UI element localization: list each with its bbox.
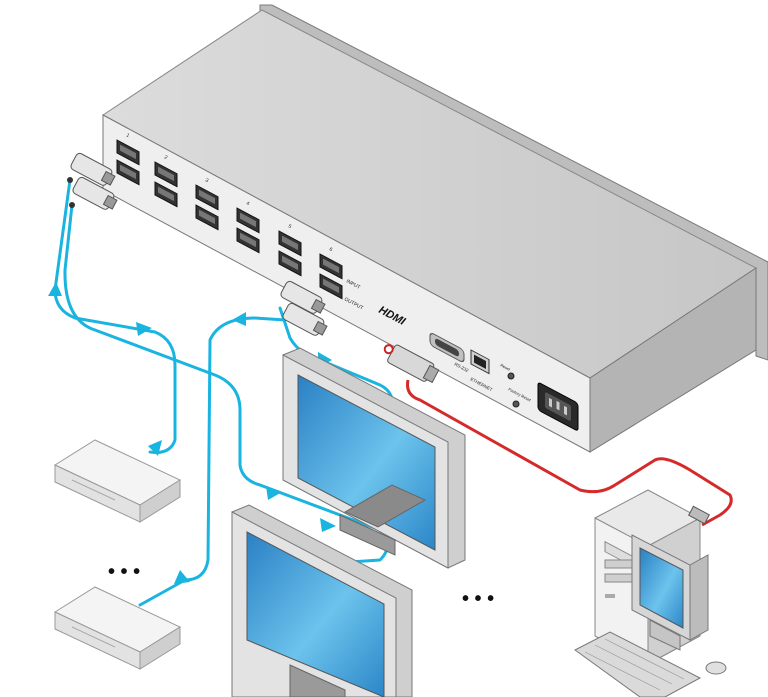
pc-mouse: [705, 661, 727, 675]
arrow-icon: [320, 518, 336, 532]
port-number-3: 3: [204, 177, 209, 184]
source-device-1: [53, 439, 182, 523]
pc-keyboard: [574, 631, 702, 697]
hdmi-port-output-5: [278, 250, 302, 277]
power-socket: [537, 382, 579, 431]
hdmi-port-input-4: [236, 207, 260, 234]
display-2: [231, 504, 413, 697]
hdmi-port-output-4: [236, 227, 260, 254]
hdmi-plugs-output: [280, 280, 328, 336]
reset-button[interactable]: [507, 372, 515, 380]
hdmi-port-output-3: [195, 204, 219, 231]
hdmi-port-input-5: [278, 230, 302, 257]
hdmi-plug: [70, 152, 116, 186]
hdmi-plug: [72, 176, 118, 210]
pc: [574, 489, 727, 697]
arrow-icon: [136, 322, 152, 336]
ellipsis-sources: • • •: [108, 561, 140, 583]
hdmi-port-input-1: [116, 139, 140, 166]
hdmi-plug: [280, 280, 326, 314]
hdmi-port-output-2: [154, 181, 178, 208]
hdmi-port-output-1: [116, 159, 140, 186]
hdmi-port-input-3: [195, 184, 219, 211]
source-device-2: [53, 586, 182, 670]
hdmi-plugs-input: [67, 152, 118, 210]
matrix-switcher: 1 2 3 4 5 6 INPUT OUTPUT HDMI RS-232 ETH…: [102, 4, 768, 453]
ethernet-port: [470, 349, 490, 375]
display-screen: [246, 531, 385, 697]
cable-input-1: [53, 178, 177, 454]
unit-side: [589, 267, 757, 453]
hdmi-input-ports: [116, 139, 343, 280]
hdmi-output-ports: [116, 159, 343, 300]
port-number-5: 5: [287, 223, 292, 230]
port-number-1: 1: [125, 132, 130, 139]
rs232-label: RS-232: [454, 361, 470, 373]
rs232-port: [429, 333, 465, 363]
hdmi-port-output-6: [319, 273, 343, 300]
ellipsis-displays: • • •: [462, 588, 494, 610]
rs232-plug: [383, 344, 440, 384]
reset-label: Reset: [500, 362, 512, 372]
hdmi-plug: [282, 302, 328, 336]
factory-reset-button[interactable]: [512, 400, 520, 408]
display-1: [282, 347, 466, 569]
arrow-icon: [148, 440, 162, 456]
arrow-icon: [266, 486, 282, 500]
arrow-icon: [174, 570, 190, 584]
hdmi-port-input-2: [154, 161, 178, 188]
port-number-6: 6: [328, 246, 333, 253]
arrow-icon: [48, 282, 62, 296]
hdmi-port-input-6: [319, 253, 343, 280]
port-number-4: 4: [245, 200, 250, 207]
arrow-icon: [232, 312, 246, 326]
pc-monitor-screen: [639, 547, 684, 629]
rs232-cable: [406, 379, 733, 527]
port-number-2: 2: [163, 154, 168, 161]
